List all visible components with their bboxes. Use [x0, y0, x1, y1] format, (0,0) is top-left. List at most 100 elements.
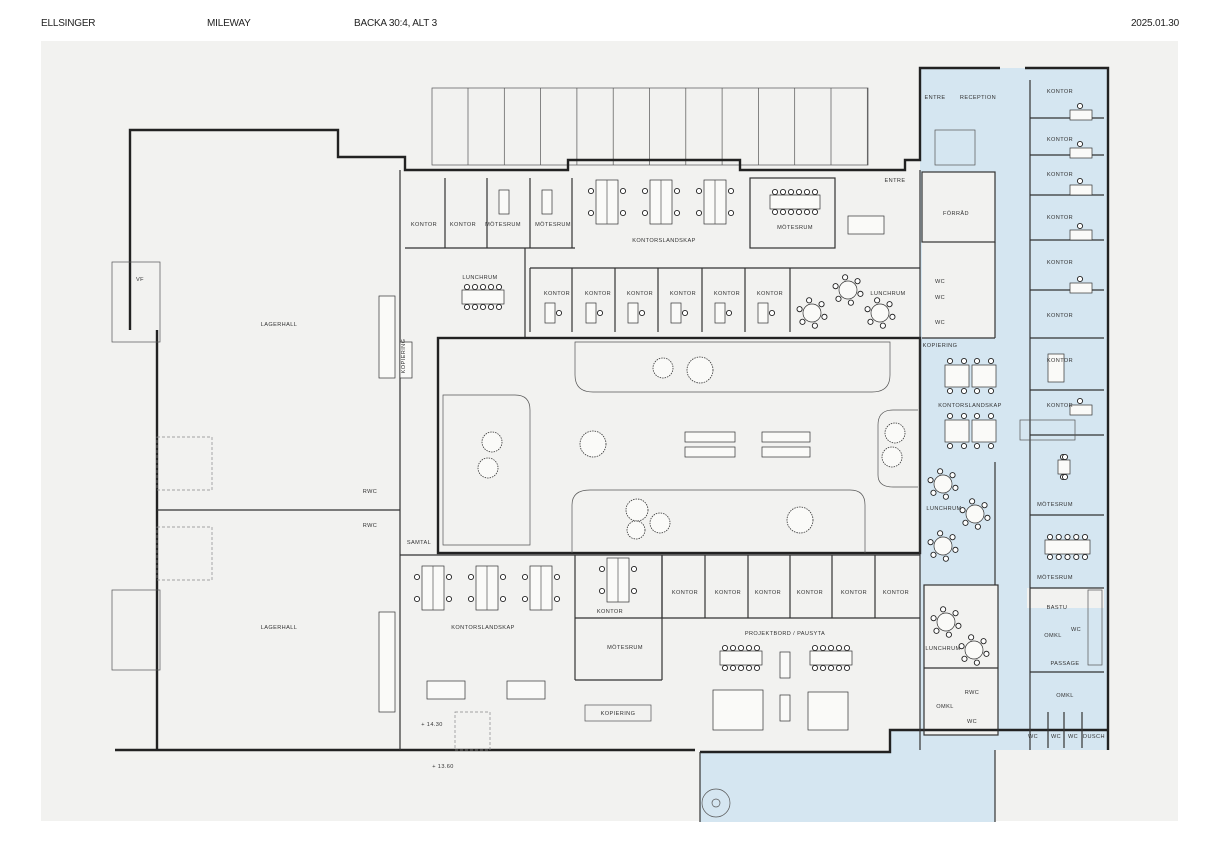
chair-icon: [889, 313, 896, 320]
desk: [541, 189, 553, 215]
room-label: RWC: [363, 489, 377, 495]
chair-icon: [973, 442, 981, 450]
room-label: KONTOR: [1047, 313, 1073, 319]
chair-icon: [946, 357, 954, 365]
tree-icon: [579, 430, 607, 458]
chair-icon: [799, 318, 806, 325]
room-label: ENTRE: [925, 95, 946, 101]
chair-icon: [987, 357, 995, 365]
chair-icon: [835, 644, 843, 652]
room-label: WC: [1051, 734, 1061, 740]
chair-icon: [973, 357, 981, 365]
chair-icon: [779, 208, 787, 216]
chair-icon: [721, 664, 729, 672]
chair-icon: [673, 209, 681, 217]
room-label: KONTOR: [757, 291, 783, 297]
chair-icon: [874, 297, 881, 304]
room-label: KONTOR: [841, 590, 867, 596]
chair-icon: [867, 318, 874, 325]
chair-icon: [596, 309, 604, 317]
chair-icon: [487, 283, 495, 291]
chair-icon: [737, 644, 745, 652]
round-table: [933, 474, 953, 494]
chair-icon: [969, 498, 976, 505]
courtyard: [442, 341, 918, 553]
chair-icon: [811, 644, 819, 652]
desk: [585, 302, 597, 324]
chair-icon: [806, 297, 813, 304]
room-label: LUNCHRUM: [462, 275, 497, 281]
chair-icon: [771, 188, 779, 196]
chair-icon: [1076, 140, 1084, 148]
room-label: KONTORSLANDSKAP: [938, 403, 1001, 409]
chair-icon: [641, 209, 649, 217]
chair-icon: [843, 664, 851, 672]
loading-area: [454, 711, 491, 751]
chair-icon: [930, 489, 937, 496]
chair-icon: [832, 283, 839, 290]
room-label: MÖTESRUM: [1037, 574, 1073, 581]
room-label: MÖTESRUM: [607, 644, 643, 651]
room-label: OMKL: [1044, 633, 1061, 639]
chair-icon: [471, 283, 479, 291]
chair-icon: [819, 664, 827, 672]
room-label: RWC: [363, 523, 377, 529]
chair-icon: [1064, 533, 1071, 541]
room-label: LUNCHRUM: [870, 291, 905, 297]
chair-icon: [973, 412, 981, 420]
chair-icon: [555, 309, 563, 317]
chair-icon: [695, 187, 703, 195]
room-label: KONTOR: [883, 590, 909, 596]
chair-icon: [445, 595, 453, 603]
room-label: KONTOR: [1047, 403, 1073, 409]
chair-icon: [1076, 177, 1084, 185]
round-table: [965, 504, 985, 524]
chair-icon: [958, 643, 965, 650]
chair-icon: [1055, 533, 1062, 541]
chair-icon: [463, 283, 471, 291]
chair-icon: [827, 664, 835, 672]
chair-icon: [981, 502, 988, 509]
chair-icon: [641, 187, 649, 195]
desk: [1069, 229, 1093, 241]
chair-icon: [729, 664, 737, 672]
room-label: KONTOR: [755, 590, 781, 596]
chair-icon: [727, 187, 735, 195]
chair-icon: [942, 555, 949, 562]
chair-icon: [619, 209, 627, 217]
bench: [761, 431, 811, 443]
chair-icon: [987, 442, 995, 450]
desk: [544, 302, 556, 324]
chair-icon: [729, 644, 737, 652]
chair-icon: [968, 634, 975, 641]
desk: [1044, 539, 1091, 555]
chair-icon: [930, 615, 937, 622]
chair-icon: [787, 208, 795, 216]
chair-icon: [961, 655, 968, 662]
chair-icon: [886, 301, 893, 308]
desk: [1069, 147, 1093, 159]
chair-icon: [974, 523, 981, 530]
chair-icon: [937, 530, 944, 537]
chair-icon: [1081, 553, 1089, 561]
chair-icon: [854, 278, 861, 285]
tree-icon: [686, 356, 714, 384]
chair-icon: [1064, 553, 1071, 561]
chair-icon: [630, 565, 638, 573]
room-label: KONTOR: [544, 291, 570, 297]
room-label: WC: [935, 295, 945, 301]
chair-icon: [987, 387, 995, 395]
chair-icon: [1076, 102, 1084, 110]
copier-counter: [584, 704, 652, 722]
chair-icon: [960, 387, 968, 395]
exterior-walls: [111, 66, 1110, 822]
room-label: KONTOR: [715, 590, 741, 596]
chair-icon: [811, 188, 819, 196]
chair-icon: [984, 514, 991, 521]
furniture: [378, 102, 1093, 731]
tree-icon: [884, 422, 906, 444]
chair-icon: [983, 650, 990, 657]
chair-icon: [811, 208, 819, 216]
room-label: MÖTESRUM: [1037, 501, 1073, 508]
room-label: ENTRE: [885, 178, 906, 184]
